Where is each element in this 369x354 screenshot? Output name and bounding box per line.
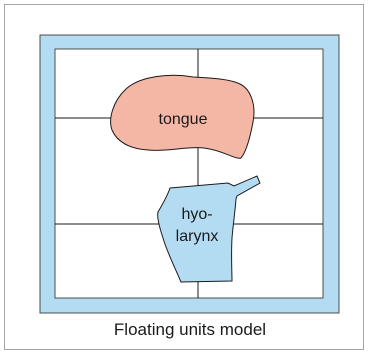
tongue-label: tongue [159,111,208,128]
tongue-shape [110,74,255,159]
hyo-larynx-label-line-2: larynx [176,228,219,245]
hyo-larynx-label-line-1: hyo- [181,206,212,223]
hyo-larynx-shape [157,175,261,283]
figure-caption: Floating units model [114,320,266,339]
